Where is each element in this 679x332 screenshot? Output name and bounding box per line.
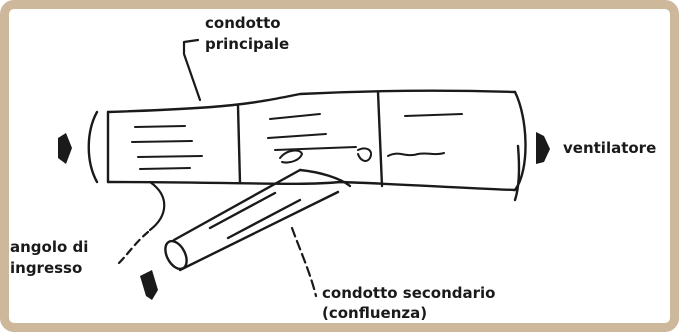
- entry-angle-arc: [148, 180, 166, 232]
- branch-duct-label-line1: condotto secondario: [322, 284, 496, 302]
- main-duct-hatching: [131, 113, 463, 170]
- main-duct-label-line2: principale: [205, 35, 290, 53]
- fan-label: ventilatore: [563, 139, 657, 157]
- branch-duct-label-line2: (confluenza): [322, 304, 428, 322]
- flow-arrows: [58, 132, 550, 300]
- outlet-arrow-right: [536, 132, 550, 164]
- entry-angle-leader: [117, 230, 150, 265]
- inlet-arrow-left: [58, 133, 72, 164]
- main-duct: [87, 89, 527, 202]
- main-duct-label-line1: condotto: [205, 14, 281, 32]
- entry-angle-label-line2: ingresso: [10, 259, 83, 277]
- branch-duct-leader: [290, 226, 318, 298]
- entry-angle-label-line1: angolo di: [10, 238, 89, 256]
- leader-lines: [117, 38, 318, 298]
- inlet-arrow-bottom: [140, 270, 158, 300]
- main-duct-leader: [182, 38, 202, 102]
- branch-duct: [164, 168, 352, 272]
